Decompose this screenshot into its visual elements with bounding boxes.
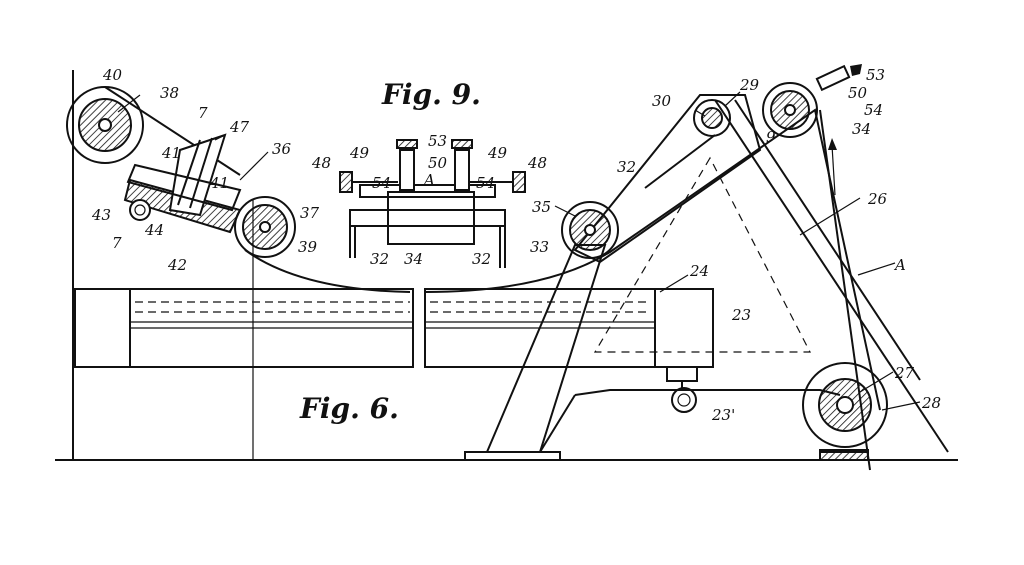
direction-arrow-shaft [831, 144, 836, 196]
ref-49-right: 49 [487, 144, 508, 162]
ref-49-left: 49 [349, 144, 370, 162]
drain-valve-23p [666, 366, 698, 413]
ref-34-fig9: 34 [404, 250, 423, 268]
roller-33 [561, 201, 619, 259]
ref-41-right: 41 [209, 174, 229, 192]
ref-54-top-right: 54 [864, 101, 883, 119]
ref-7-top: 7 [198, 104, 208, 122]
fig6-title: Fig. 6. [299, 392, 399, 425]
roller-34 [762, 82, 818, 138]
blade-assembly [123, 133, 242, 234]
ref-34-right: 34 [852, 120, 871, 138]
ref-47: 47 [229, 118, 250, 136]
ref-24: 24 [689, 262, 709, 280]
ref-42: 42 [167, 256, 187, 274]
ref-43: 43 [91, 206, 111, 224]
fig9-detail [339, 139, 526, 268]
ref-27: 27 [894, 364, 915, 382]
roller-37 [234, 196, 296, 258]
ref-35: 35 [532, 198, 551, 216]
ref-40: 40 [102, 66, 123, 84]
leader-lines [117, 91, 921, 411]
ref-50-fig9: 50 [428, 154, 448, 172]
ref-54-right: 54 [476, 174, 495, 192]
ref-26: 26 [867, 190, 888, 208]
ref-23: 23 [731, 306, 751, 324]
ref-50-right: 50 [848, 84, 868, 102]
ref-23-prime: 23' [711, 406, 735, 424]
ref-53-right: 53 [866, 66, 885, 84]
ref-7-bottom: 7 [112, 234, 122, 252]
ref-A-fig9: A [422, 171, 435, 189]
ref-36: 36 [272, 140, 292, 158]
frame-stand [464, 94, 949, 461]
ref-33: 33 [530, 238, 549, 256]
arrow-head-icon [828, 138, 837, 150]
ref-29: 29 [739, 76, 760, 94]
ref-A-web: A [893, 256, 906, 274]
web-path [244, 108, 881, 411]
fig9-title: Fig. 9. [381, 78, 481, 111]
ref-32-right: 32 [472, 250, 491, 268]
ref-44: 44 [144, 221, 164, 239]
ref-37: 37 [300, 204, 320, 222]
ref-38: 38 [160, 84, 179, 102]
ref-32-arm: 32 [617, 158, 636, 176]
ref-41-left: 41 [161, 144, 181, 162]
ref-32-left: 32 [370, 250, 389, 268]
ref-9: 9 [766, 128, 776, 146]
ref-48-right: 48 [527, 154, 547, 172]
ref-28: 28 [921, 394, 941, 412]
roller-27 [802, 362, 888, 461]
ref-53-fig9: 53 [428, 132, 447, 150]
ref-30: 30 [652, 92, 672, 110]
ref-39: 39 [298, 238, 318, 256]
adjuster-29 [693, 99, 731, 137]
tank-23 [74, 288, 714, 368]
screw-53-right [815, 64, 862, 92]
ref-48-left: 48 [311, 154, 331, 172]
ref-54-left: 54 [372, 174, 391, 192]
